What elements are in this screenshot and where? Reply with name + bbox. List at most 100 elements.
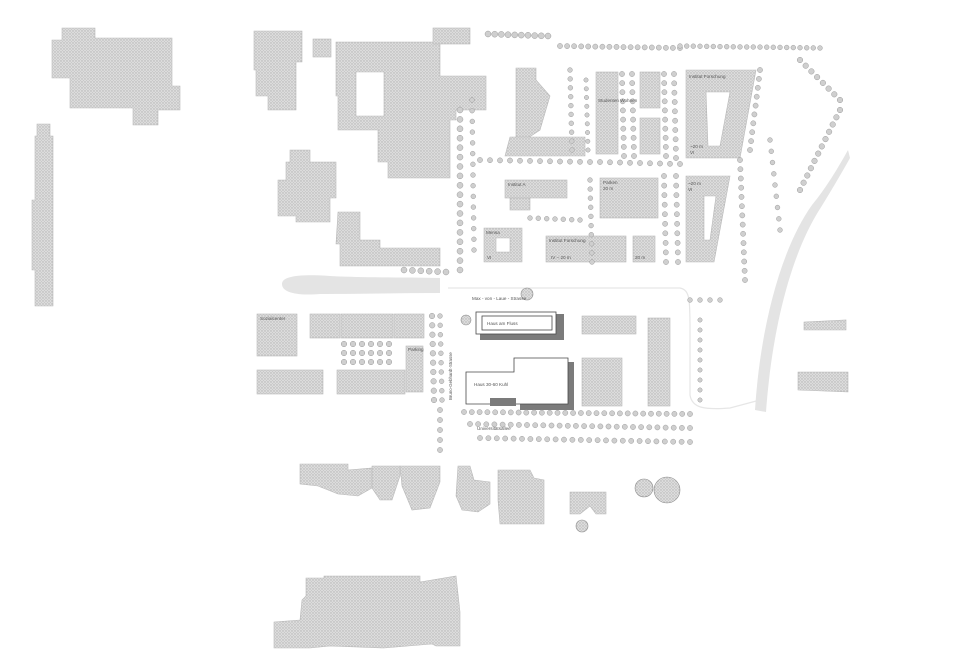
tree-328 — [467, 421, 473, 427]
tree-large-3 — [575, 519, 589, 533]
tree-270 — [376, 349, 384, 357]
tree-350 — [646, 424, 653, 431]
tree-295 — [438, 378, 445, 384]
tree-160 — [620, 107, 626, 114]
tree-54 — [814, 74, 821, 81]
tree-334 — [516, 422, 522, 428]
tree-26 — [663, 44, 669, 51]
tree-284 — [430, 368, 437, 376]
tree-386 — [437, 447, 443, 453]
tree-138 — [567, 76, 573, 82]
tree-214 — [657, 160, 663, 167]
tree-2 — [491, 30, 498, 38]
tree-367 — [569, 436, 576, 443]
tree-259 — [442, 268, 450, 276]
tree-291 — [438, 341, 444, 347]
tree-331 — [491, 421, 498, 428]
tree-397 — [697, 377, 703, 383]
label-haus-am-fluss: Haus am Fluss — [487, 321, 518, 326]
tree-130 — [470, 183, 476, 189]
tree-143 — [568, 120, 574, 126]
tree-38 — [737, 44, 743, 50]
tree-191 — [672, 117, 678, 124]
tree-123 — [469, 108, 475, 114]
tree-305 — [515, 409, 522, 416]
tree-365 — [552, 436, 559, 443]
tree-248 — [535, 215, 541, 221]
river-path-west — [282, 275, 440, 295]
tree-267 — [349, 349, 357, 357]
building-south-b — [336, 369, 406, 395]
project-buildings — [465, 311, 574, 410]
tree-234 — [674, 240, 681, 246]
tree-383 — [437, 417, 443, 423]
tree-68 — [804, 172, 811, 179]
tree-197 — [487, 157, 493, 164]
tree-393 — [697, 337, 703, 343]
tree-large-2 — [653, 476, 681, 504]
tree-7 — [524, 32, 532, 39]
tree-347 — [621, 423, 628, 430]
building-sozialcenter — [256, 313, 298, 357]
tree-261 — [349, 340, 357, 348]
buildings — [31, 27, 849, 649]
town-row-3 — [399, 465, 441, 511]
tree-361 — [519, 435, 525, 442]
tree-297 — [439, 397, 445, 403]
tree-192 — [672, 127, 679, 133]
tree-86 — [739, 203, 745, 210]
tree-246 — [589, 259, 595, 265]
label-mensa-sub: VI — [487, 255, 491, 260]
tree-40 — [750, 44, 756, 50]
tree-111 — [456, 172, 464, 180]
tree-276 — [376, 358, 384, 366]
tree-223 — [662, 230, 669, 237]
tree-128 — [470, 161, 476, 167]
tree-285 — [430, 378, 437, 385]
tree-344 — [597, 423, 604, 430]
tree-145 — [569, 138, 575, 144]
tree-41 — [757, 44, 763, 50]
tree-12 — [564, 43, 570, 49]
tree-182 — [662, 125, 669, 132]
tree-352 — [662, 424, 669, 431]
tree-19 — [613, 44, 620, 50]
tree-67 — [807, 165, 814, 172]
tree-106 — [456, 125, 464, 133]
building-campus-east-a — [581, 315, 637, 335]
building-l-shaped — [335, 211, 441, 267]
tree-148 — [583, 86, 589, 92]
tree-193 — [672, 136, 679, 143]
tree-98 — [771, 171, 777, 177]
tree-127 — [470, 150, 476, 157]
town-south-cluster — [273, 575, 461, 649]
tree-59 — [836, 106, 844, 114]
tree-131 — [470, 193, 476, 200]
tree-280 — [429, 331, 436, 338]
tree-279 — [429, 322, 436, 329]
tree-324 — [663, 410, 670, 417]
tree-244 — [588, 241, 595, 247]
tree-71 — [757, 67, 763, 73]
tree-389 — [707, 297, 713, 303]
tree-225 — [662, 249, 669, 256]
road-network — [282, 150, 850, 412]
tree-173 — [630, 134, 637, 141]
label-east-a-sub2: VI — [690, 150, 694, 155]
tree-340 — [564, 422, 571, 429]
tree-337 — [540, 422, 547, 429]
tree-152 — [584, 121, 590, 127]
tree-198 — [497, 157, 503, 164]
tree-339 — [556, 422, 563, 429]
tree-184 — [662, 144, 669, 150]
tree-21 — [627, 44, 634, 51]
tree-201 — [527, 158, 533, 164]
tree-51 — [796, 56, 804, 64]
tree-133 — [470, 215, 477, 221]
building-parken — [599, 177, 659, 219]
tree-149 — [584, 95, 589, 100]
tree-47 — [797, 45, 803, 51]
tree-222 — [662, 220, 668, 227]
tree-102 — [776, 216, 782, 222]
tree-399 — [697, 397, 703, 403]
